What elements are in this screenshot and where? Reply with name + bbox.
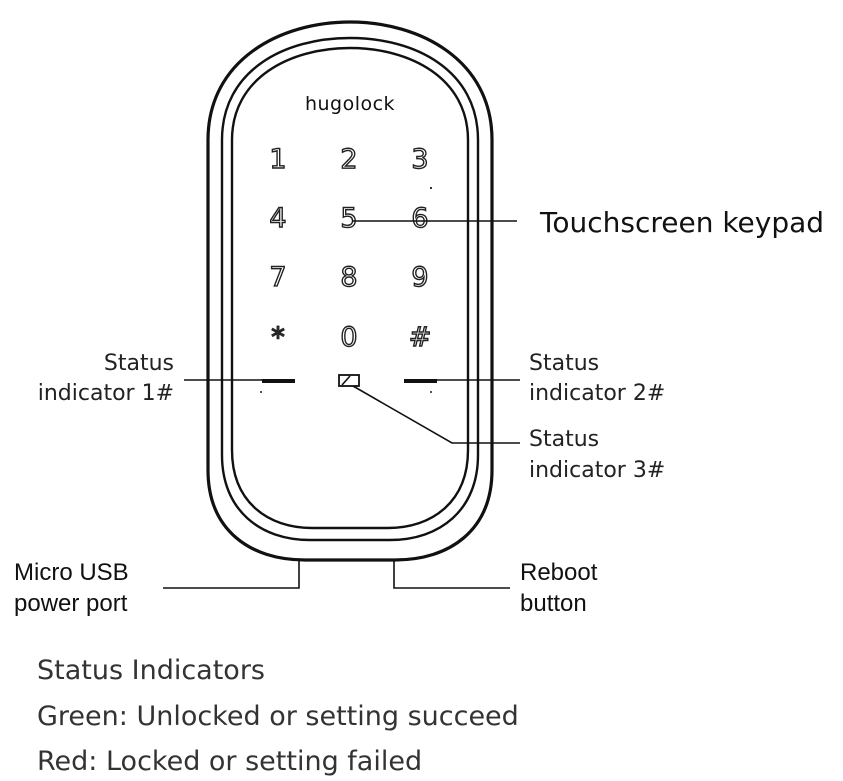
key-8[interactable]: 8 (340, 261, 359, 293)
usb-label-line2: power port (14, 590, 128, 617)
keypad-face (220, 36, 480, 542)
key-3[interactable]: 3 (411, 143, 430, 175)
key-star[interactable]: * (271, 321, 286, 353)
key-2[interactable]: 2 (340, 143, 359, 175)
status1-label-line1: Status (104, 351, 174, 376)
status2-label-line2: indicator 2# (529, 381, 665, 406)
key-4[interactable]: 4 (269, 202, 288, 234)
key-7[interactable]: 7 (269, 261, 288, 293)
status3-callout-line (352, 385, 520, 444)
lock-housing (206, 20, 494, 562)
speck (430, 187, 432, 189)
status-indicator-2 (404, 379, 437, 383)
usb-callout-line (163, 560, 300, 589)
status-indicator-1 (262, 379, 295, 383)
keypad-grid: 1 2 3 4 5 6 7 8 9 * 0 # (269, 143, 432, 353)
status2-label-line1: Status (529, 351, 599, 376)
key-9[interactable]: 9 (411, 261, 430, 293)
keypad-label: Touchscreen keypad (539, 206, 824, 239)
legend-line-green: Green: Unlocked or setting succeed (37, 701, 519, 732)
status3-label-line2: indicator 3# (529, 458, 665, 483)
key-1[interactable]: 1 (269, 143, 288, 175)
keypad-face-inner-edge (230, 46, 470, 530)
speck (430, 391, 432, 393)
reboot-label-line1: Reboot (520, 559, 598, 586)
key-5[interactable]: 5 (340, 202, 359, 234)
speck (260, 391, 262, 393)
reboot-label-line2: button (520, 590, 587, 617)
status1-label-line2: indicator 1# (38, 381, 174, 406)
brand-logo: hugolock (305, 93, 395, 115)
reboot-callout-line (393, 560, 510, 589)
status-indicator-3-battery-icon (338, 374, 360, 387)
key-hash[interactable]: # (408, 321, 432, 353)
key-6[interactable]: 6 (411, 202, 430, 234)
legend-line-red: Red: Locked or setting failed (37, 746, 423, 777)
status3-label-line1: Status (529, 427, 599, 452)
usb-label-line1: Micro USB (14, 559, 129, 586)
key-0[interactable]: 0 (340, 321, 359, 353)
legend-title: Status Indicators (37, 655, 265, 686)
